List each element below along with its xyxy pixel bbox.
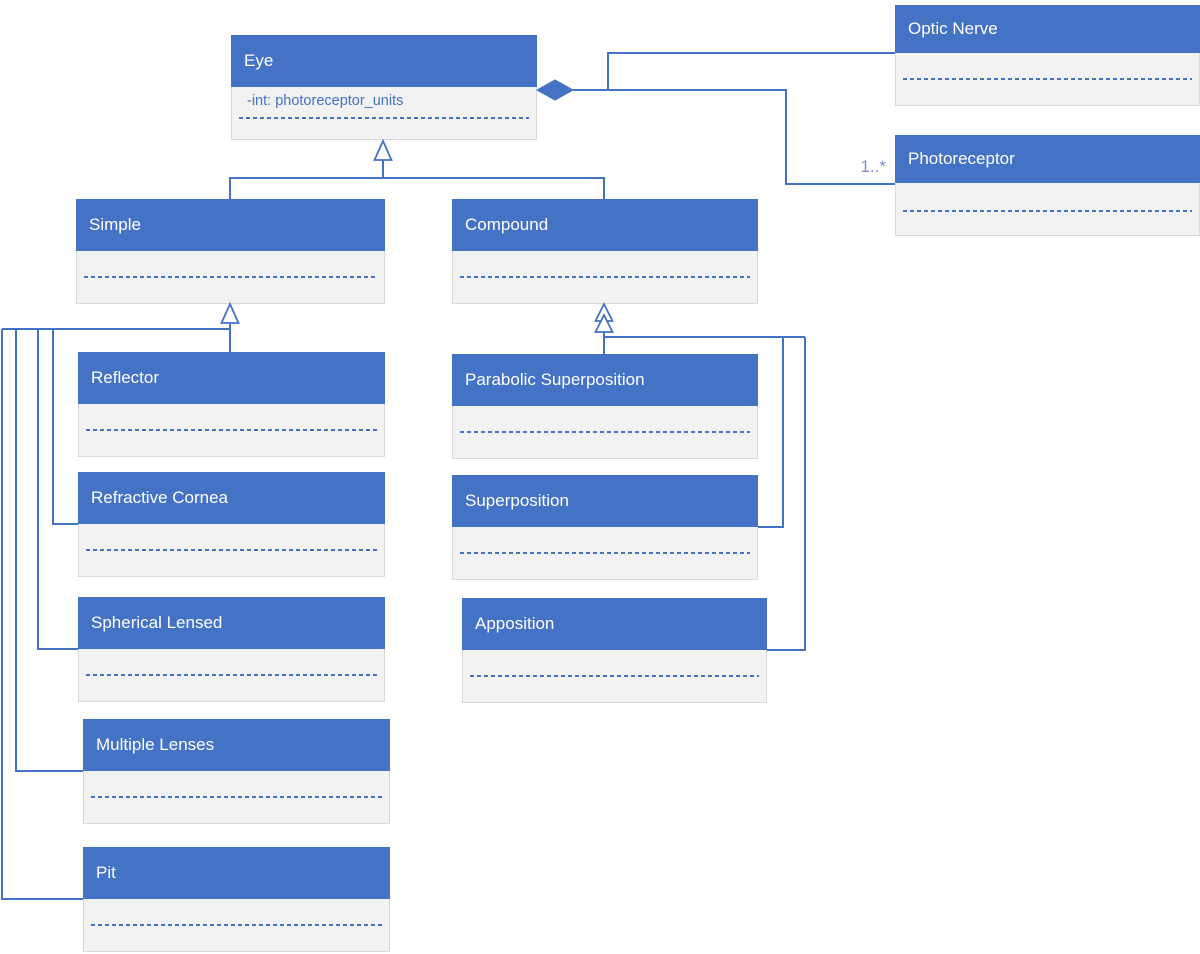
compartment-divider (470, 675, 759, 677)
branch-spherical-lensed (37, 329, 78, 650)
inheritance-arrow-icon (220, 301, 240, 324)
class-box-refractive-cornea: Refractive Cornea (78, 472, 385, 577)
class-compartments-apposition (462, 650, 767, 703)
compartment-divider (91, 924, 382, 926)
class-name-spherical-lensed: Spherical Lensed (78, 597, 385, 649)
compartment-divider (84, 276, 377, 278)
class-box-simple: Simple (76, 199, 385, 304)
class-box-apposition: Apposition (462, 598, 767, 703)
compartment-divider (903, 210, 1192, 212)
class-name-parabolic-superposition: Parabolic Superposition (452, 354, 758, 406)
compartment-divider (460, 431, 750, 433)
branch-multiple-lenses (15, 329, 83, 772)
compartment-divider (86, 429, 377, 431)
class-compartments-simple (76, 251, 385, 304)
class-box-compound: Compound (452, 199, 758, 304)
class-name-multiple-lenses: Multiple Lenses (83, 719, 390, 771)
compartment-divider (91, 796, 382, 798)
compartment-divider (239, 117, 529, 119)
generalization-bus-eye (229, 177, 605, 199)
composition-line-optic-nerve (607, 52, 895, 90)
class-name-pit: Pit (83, 847, 390, 899)
class-compartments-pit (83, 899, 390, 952)
branch-refractive-cornea (52, 329, 78, 525)
class-box-multiple-lenses: Multiple Lenses (83, 719, 390, 824)
class-box-reflector: Reflector (78, 352, 385, 457)
class-compartments-optic-nerve (895, 53, 1200, 106)
branch-apposition (767, 337, 806, 651)
class-compartments-compound (452, 251, 758, 304)
class-name-compound: Compound (452, 199, 758, 251)
class-box-superposition: Superposition (452, 475, 758, 580)
class-compartments-spherical-lensed (78, 649, 385, 702)
class-name-apposition: Apposition (462, 598, 767, 650)
class-box-eye: Eye -int: photoreceptor_units (231, 35, 537, 140)
compartment-divider (460, 552, 750, 554)
class-name-refractive-cornea: Refractive Cornea (78, 472, 385, 524)
class-name-optic-nerve: Optic Nerve (895, 5, 1200, 53)
class-box-photoreceptor: Photoreceptor (895, 135, 1200, 236)
class-name-superposition: Superposition (452, 475, 758, 527)
class-name-photoreceptor: Photoreceptor (895, 135, 1200, 183)
class-box-spherical-lensed: Spherical Lensed (78, 597, 385, 702)
class-compartments-multiple-lenses (83, 771, 390, 824)
class-box-optic-nerve: Optic Nerve (895, 5, 1200, 106)
class-name-eye: Eye (231, 35, 537, 87)
inheritance-arrow-icon (373, 138, 393, 161)
compartment-divider (903, 78, 1192, 80)
branch-pit (1, 329, 83, 900)
class-name-simple: Simple (76, 199, 385, 251)
compartment-divider (86, 674, 377, 676)
inheritance-arrow-icon (594, 301, 614, 322)
compartment-divider (86, 549, 377, 551)
class-name-reflector: Reflector (78, 352, 385, 404)
class-compartments-eye: -int: photoreceptor_units (231, 87, 537, 140)
class-compartments-refractive-cornea (78, 524, 385, 577)
class-compartments-reflector (78, 404, 385, 457)
class-compartments-photoreceptor (895, 183, 1200, 236)
class-box-pit: Pit (83, 847, 390, 952)
class-compartments-parabolic-superposition (452, 406, 758, 459)
generalization-eye (229, 138, 605, 199)
multiplicity-label: 1..* (860, 157, 886, 176)
branch-superposition (758, 337, 784, 528)
class-compartments-superposition (452, 527, 758, 580)
composition-link-optic-nerve (607, 52, 895, 90)
composition-diamond-icon (535, 79, 575, 101)
compartment-divider (460, 276, 750, 278)
class-attribute-photoreceptor-units: -int: photoreceptor_units (247, 93, 404, 109)
inheritance-arrow-icon (594, 312, 614, 333)
class-box-parabolic-superposition: Parabolic Superposition (452, 354, 758, 459)
